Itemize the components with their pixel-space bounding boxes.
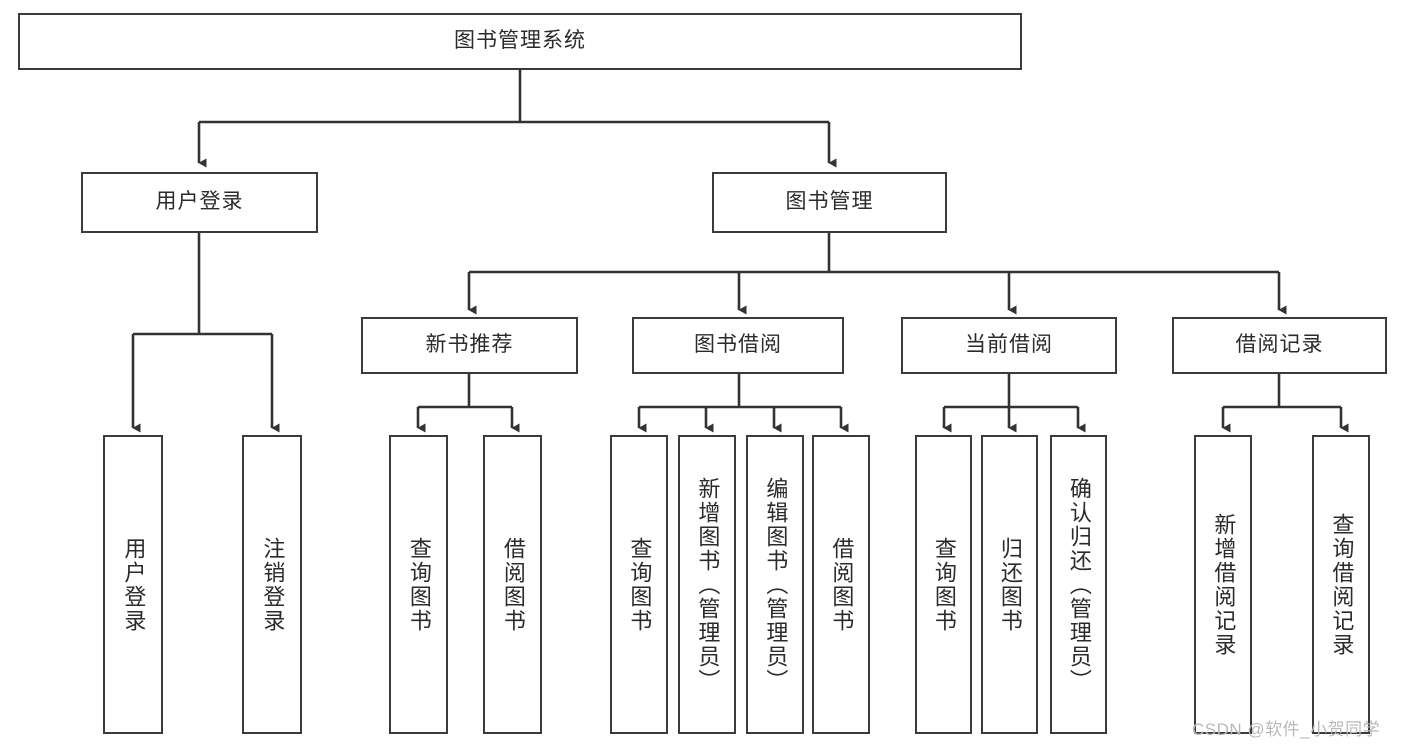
node-label: 用户登录 xyxy=(121,536,147,633)
leaf-current-query-book[interactable]: 查询图书 xyxy=(915,435,972,734)
node-label: 新书推荐 xyxy=(425,333,514,357)
node-label: 借阅图书 xyxy=(829,536,855,633)
node-label: 确认归还（管理员） xyxy=(1066,476,1092,693)
node-label: 查询图书 xyxy=(627,536,653,633)
node-label: 编辑图书（管理员） xyxy=(763,476,789,693)
leaf-borrow-borrow-book[interactable]: 借阅图书 xyxy=(812,435,870,734)
node-user-login[interactable]: 用户登录 xyxy=(81,172,318,233)
node-label: 图书管理系统 xyxy=(454,29,586,53)
node-new-book-recommend[interactable]: 新书推荐 xyxy=(361,317,578,374)
leaf-borrow-add-book[interactable]: 新增图书（管理员） xyxy=(678,435,736,734)
leaf-borrow-edit-book[interactable]: 编辑图书（管理员） xyxy=(746,435,804,734)
node-current-borrow[interactable]: 当前借阅 xyxy=(901,317,1117,374)
leaf-user-login-login[interactable]: 用户登录 xyxy=(103,435,163,734)
node-label: 归还图书 xyxy=(997,536,1023,633)
leaf-record-add[interactable]: 新增借阅记录 xyxy=(1194,435,1252,734)
node-label: 用户登录 xyxy=(155,190,244,214)
node-label: 查询借阅记录 xyxy=(1329,512,1355,657)
leaf-current-return-book[interactable]: 归还图书 xyxy=(981,435,1038,734)
leaf-record-query[interactable]: 查询借阅记录 xyxy=(1312,435,1370,734)
node-borrow-record[interactable]: 借阅记录 xyxy=(1172,317,1387,374)
node-root-system[interactable]: 图书管理系统 xyxy=(18,13,1022,70)
node-book-management[interactable]: 图书管理 xyxy=(712,172,947,233)
node-label: 当前借阅 xyxy=(965,333,1053,357)
leaf-user-login-logout[interactable]: 注销登录 xyxy=(242,435,302,734)
node-book-borrow[interactable]: 图书借阅 xyxy=(632,317,844,374)
node-label: 查询图书 xyxy=(406,536,432,633)
node-label: 图书借阅 xyxy=(694,333,782,357)
node-label: 图书管理 xyxy=(785,190,874,214)
node-label: 新增借阅记录 xyxy=(1211,512,1237,657)
leaf-new-book-borrow[interactable]: 借阅图书 xyxy=(483,435,542,734)
node-label: 查询图书 xyxy=(931,536,957,633)
node-label: 借阅记录 xyxy=(1235,333,1324,357)
leaf-borrow-query-book[interactable]: 查询图书 xyxy=(610,435,668,734)
node-label: 注销登录 xyxy=(260,536,286,633)
leaf-current-confirm-return[interactable]: 确认归还（管理员） xyxy=(1050,435,1107,734)
node-label: 新增图书（管理员） xyxy=(695,476,721,693)
leaf-new-book-query[interactable]: 查询图书 xyxy=(389,435,448,734)
node-label: 借阅图书 xyxy=(500,536,526,633)
watermark: CSDN @软件_小贺同学 xyxy=(1192,720,1381,739)
